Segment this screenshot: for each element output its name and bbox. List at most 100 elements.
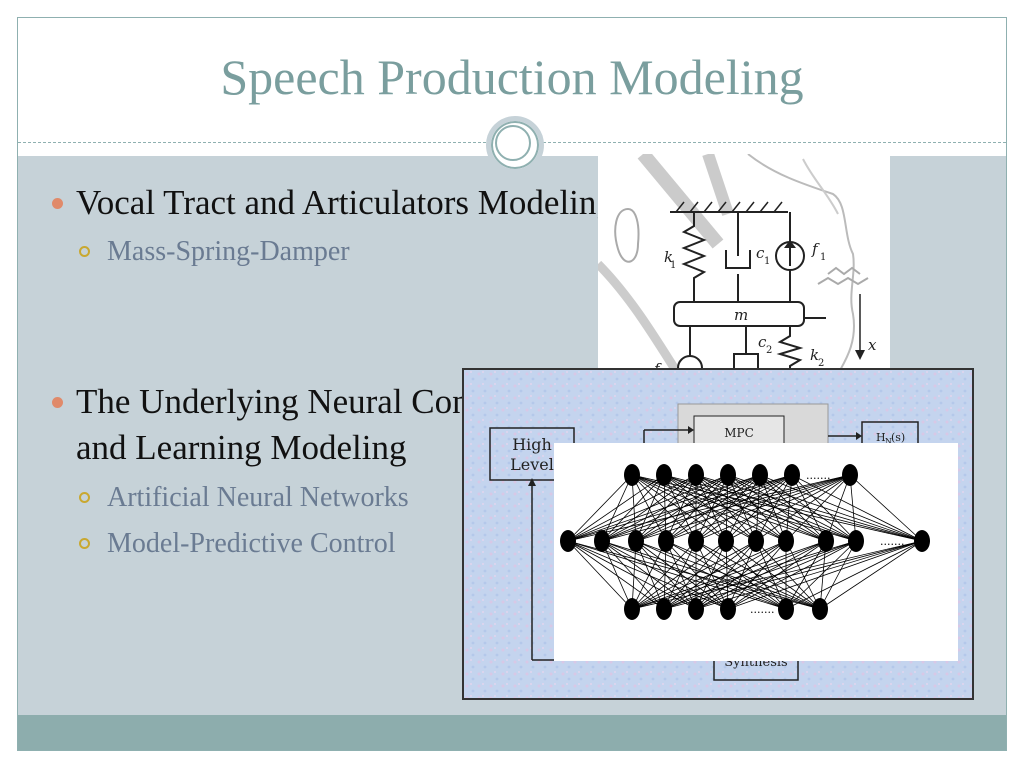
nn-edge bbox=[567, 474, 665, 542]
nn-edge bbox=[849, 474, 857, 542]
nn-node bbox=[748, 530, 764, 552]
nn-edge bbox=[601, 540, 633, 610]
nn-edge bbox=[631, 540, 857, 610]
nn-edge bbox=[631, 540, 757, 610]
nn-edge bbox=[663, 540, 727, 610]
sub-bullet-ann: Artificial Neural Networks bbox=[79, 480, 409, 516]
nn-edge bbox=[825, 474, 851, 542]
nn-node bbox=[688, 598, 704, 620]
nn-node bbox=[778, 598, 794, 620]
nn-node bbox=[720, 464, 736, 486]
nn-edge bbox=[631, 540, 923, 610]
nn-edge bbox=[631, 540, 667, 610]
bullet-text: Vocal Tract and Articulators Modeling bbox=[76, 183, 614, 222]
ellipsis-bottom: ....... bbox=[750, 603, 774, 616]
nn-edge bbox=[631, 540, 697, 610]
nn-edge bbox=[601, 474, 633, 542]
nn-edge bbox=[635, 474, 665, 542]
nn-edge bbox=[567, 474, 697, 542]
nn-node bbox=[720, 598, 736, 620]
label-hn-sub: N bbox=[885, 437, 892, 446]
nn-edge bbox=[631, 540, 637, 610]
nn-edge bbox=[663, 540, 923, 610]
label-level: Level bbox=[510, 455, 554, 474]
label-f2: f bbox=[653, 360, 662, 374]
nn-node bbox=[656, 598, 672, 620]
nn-edge bbox=[819, 540, 857, 610]
bullet-dot-icon bbox=[52, 397, 63, 408]
nn-edge bbox=[791, 474, 827, 542]
nn-node bbox=[842, 464, 858, 486]
nn-edge bbox=[727, 540, 787, 610]
nn-edge bbox=[695, 540, 923, 610]
nn-edge bbox=[635, 474, 851, 542]
sub-bullet-text: Artificial Neural Networks bbox=[107, 482, 409, 513]
nn-edge bbox=[635, 540, 697, 610]
nn-node bbox=[784, 464, 800, 486]
nn-edge bbox=[725, 540, 729, 610]
label-f1: f bbox=[811, 240, 820, 258]
nn-edge bbox=[631, 540, 727, 610]
nn-edge bbox=[695, 474, 729, 542]
bullet-dot-icon bbox=[52, 198, 63, 209]
bullet-neural-control: The Underlying Neural Control and Learni… bbox=[52, 379, 519, 471]
nn-edge bbox=[695, 474, 851, 542]
nn-edge bbox=[727, 540, 923, 610]
nn-edge bbox=[785, 474, 851, 542]
vocal-tract-drawing: k 1 c 1 f 1 m c 2 k 2 x f bbox=[598, 154, 877, 374]
nn-edge bbox=[819, 540, 923, 610]
nn-node bbox=[752, 464, 768, 486]
label-c1-sub: 1 bbox=[764, 256, 770, 267]
nn-edge bbox=[567, 540, 633, 610]
nn-node bbox=[818, 530, 834, 552]
bullet-text-line1: The Underlying Neural Control bbox=[76, 382, 519, 421]
nn-edge bbox=[849, 474, 923, 542]
sub-bullet-mpc: Model-Predictive Control bbox=[79, 526, 396, 562]
nn-edge bbox=[665, 474, 851, 542]
ellipsis-mid: ....... bbox=[880, 535, 904, 548]
label-k2-sub: 2 bbox=[818, 358, 824, 369]
nn-edge bbox=[567, 474, 793, 542]
label-f1-sub: 1 bbox=[820, 252, 826, 263]
nn-edge bbox=[635, 540, 665, 610]
nn-edge bbox=[695, 474, 761, 542]
nn-edge bbox=[785, 540, 857, 610]
vocal-tract-figure: k 1 c 1 f 1 m c 2 k 2 x f bbox=[598, 154, 890, 374]
nn-node bbox=[718, 530, 734, 552]
nn-edge bbox=[631, 540, 787, 610]
nn-edge bbox=[601, 474, 851, 542]
label-mpc: MPC bbox=[724, 426, 754, 440]
nn-edge bbox=[785, 540, 923, 610]
nn-edge bbox=[663, 540, 787, 610]
nn-node bbox=[628, 530, 644, 552]
nn-node bbox=[560, 530, 576, 552]
label-hn: H bbox=[876, 431, 886, 444]
nn-edge bbox=[601, 540, 665, 610]
sub-bullet-ring-icon bbox=[79, 538, 90, 549]
label-x: x bbox=[868, 336, 877, 354]
nn-node bbox=[624, 464, 640, 486]
nn-edge bbox=[631, 474, 757, 542]
label-k2: k bbox=[810, 346, 819, 364]
nn-edge bbox=[601, 474, 665, 542]
nn-edge bbox=[635, 474, 793, 542]
nn-node bbox=[624, 598, 640, 620]
nn-edge bbox=[635, 540, 729, 610]
nn-edge bbox=[631, 540, 827, 610]
footer-band bbox=[18, 715, 1006, 750]
ellipsis-top: ....... bbox=[806, 469, 830, 482]
nn-edge bbox=[725, 474, 851, 542]
nn-edge bbox=[785, 474, 793, 542]
nn-edge bbox=[759, 474, 923, 542]
nn-edge bbox=[755, 474, 851, 542]
nn-edge bbox=[695, 540, 727, 610]
sub-bullet-mass-spring: Mass-Spring-Damper bbox=[79, 234, 350, 270]
label-high: High bbox=[512, 435, 552, 454]
nn-edge bbox=[567, 474, 851, 542]
circle-ornament-icon bbox=[486, 116, 544, 174]
label-hn-suffix: (s) bbox=[891, 431, 905, 444]
sub-bullet-text: Model-Predictive Control bbox=[107, 528, 396, 559]
nn-edge bbox=[601, 474, 793, 542]
nn-edge bbox=[567, 474, 729, 542]
nn-edge bbox=[631, 474, 637, 542]
